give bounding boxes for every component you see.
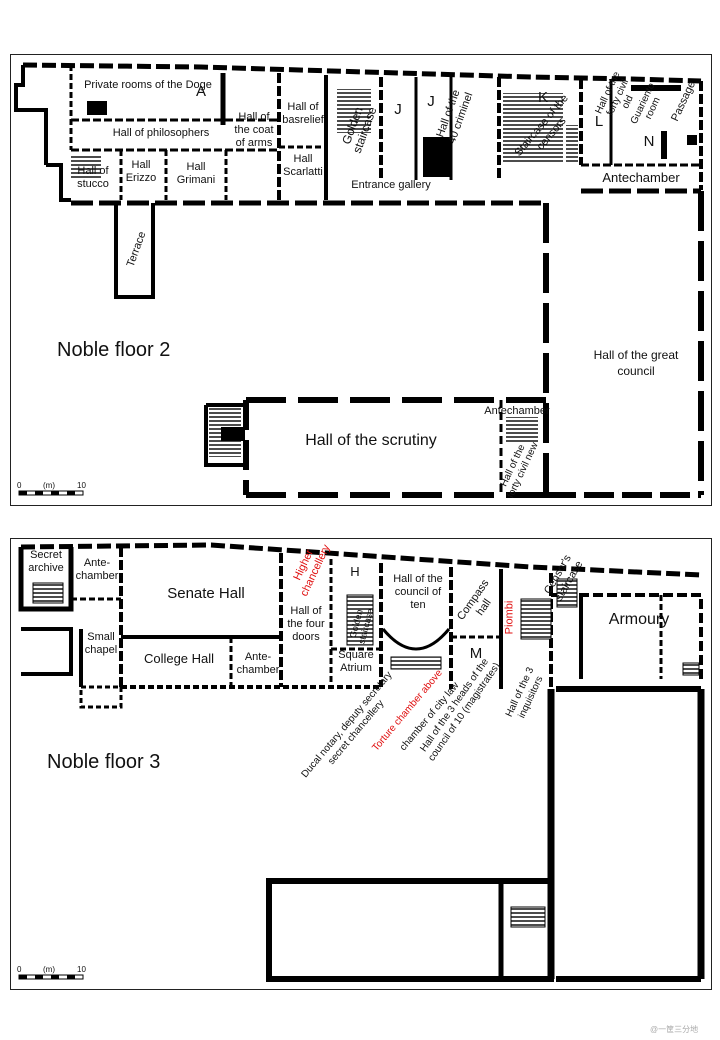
label-a: A — [195, 83, 206, 100]
floor3-walls — [18, 542, 705, 982]
label-antechamber-left: Ante-chamber — [75, 557, 119, 582]
stair-censors — [503, 93, 563, 163]
label-grimani: Hall Grimani — [176, 161, 216, 186]
wall-top-facade-f3 — [20, 542, 702, 578]
stair-courtyard — [510, 906, 546, 928]
stair-doge — [87, 101, 107, 115]
floor2-plan: Private rooms of the Doge A Hall of phil… — [10, 54, 712, 506]
floor2-title: Noble floor 2 — [57, 339, 171, 361]
label-basrelief: Hall of basrelief — [282, 101, 324, 126]
courtyard-block — [266, 878, 554, 982]
floor2-walls — [14, 62, 704, 498]
wall-top-facade — [22, 62, 702, 84]
label-h: H — [350, 564, 360, 579]
scale-zero-f3: 0 — [17, 965, 22, 974]
label-secret-archive: Secret archive — [28, 549, 64, 574]
label-scrutiny: Hall of the scrutiny — [305, 432, 437, 449]
scale-unit-f3: (m) — [43, 965, 55, 974]
label-piombi: Piombi — [503, 600, 516, 635]
label-great-council: Hall of the great council — [593, 348, 679, 378]
floor3-title: Noble floor 3 — [47, 751, 161, 773]
stair-armoury — [682, 662, 700, 676]
scale-unit: (m) — [43, 481, 55, 490]
stair-golden-f3 — [346, 594, 374, 646]
label-college: College Hall — [143, 651, 215, 666]
floor3-plan: Secret archive Ante-chamber Senate Hall … — [10, 538, 712, 990]
label-four-doors: Hall of the four doors — [287, 605, 325, 643]
label-senate: Senate Hall — [167, 585, 245, 602]
label-stucco: Hall of stucco — [77, 165, 109, 190]
label-antechamber-top: Antechamber — [602, 170, 680, 185]
label-antechamber-mid: Ante-chamber — [236, 651, 280, 676]
label-small-chapel: Small chapel — [84, 631, 118, 656]
label-n: N — [643, 133, 655, 150]
label-square-atrium: Square Atrium — [338, 649, 374, 674]
floor2-scale-bar — [18, 490, 84, 496]
scale-ten: 10 — [77, 481, 86, 490]
label-m: M — [469, 645, 483, 662]
stair-forty-new — [506, 417, 538, 443]
stair-city-law — [390, 656, 442, 670]
label-k: K — [537, 89, 548, 106]
wall-terrace — [114, 203, 155, 299]
scale-zero: 0 — [17, 481, 22, 490]
label-antechamber-bottom: Antechamber — [484, 405, 550, 417]
label-l: L — [594, 113, 604, 130]
label-j2: J — [427, 93, 435, 110]
wall-left — [14, 65, 48, 165]
label-council-ten: Hall of the council of ten — [393, 573, 443, 611]
stair-golden — [337, 89, 371, 133]
label-entrance-gallery: Entrance gallery — [351, 179, 431, 191]
label-private-rooms: Private rooms of the Doge — [84, 79, 212, 91]
label-coat-of-arms: Hall of the coat of arms — [234, 111, 274, 149]
stair-forty-old — [566, 125, 578, 163]
label-j1: J — [394, 101, 402, 118]
label-scarlatti: Hall Scarlatti — [283, 153, 323, 178]
stair-censor-f3 — [520, 598, 552, 640]
label-erizzo: Hall Erizzo — [125, 159, 157, 184]
stair-secret — [32, 582, 64, 604]
floor3-scale-bar — [18, 974, 84, 980]
block-hall40 — [423, 137, 451, 177]
label-philosophers: Hall of philosophers — [112, 127, 210, 139]
label-armoury: Armoury — [608, 611, 670, 628]
stair-stucco — [71, 155, 101, 179]
watermark: @一筐三分地 — [650, 1025, 699, 1034]
scale-ten-f3: 10 — [77, 965, 86, 974]
